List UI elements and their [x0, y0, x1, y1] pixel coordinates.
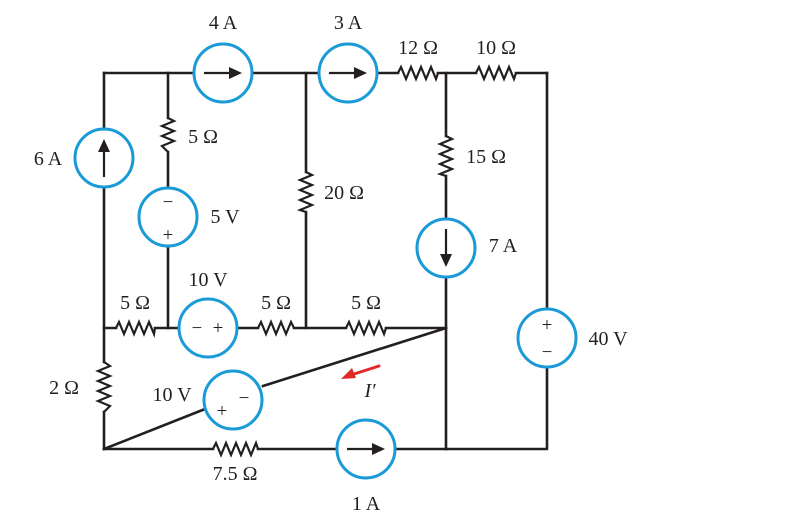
label-12-ohm: 12 Ω: [398, 37, 438, 59]
plus-sign: +: [213, 318, 224, 339]
label-5V: 5 V: [210, 206, 240, 228]
label-15-ohm: 15 Ω: [466, 146, 506, 168]
resistor-7-5-ohm: [212, 439, 260, 458]
label-7A: 7 A: [489, 235, 518, 257]
minus-sign: −: [542, 342, 553, 363]
voltage-source-10V-mid: − +: [177, 297, 239, 359]
label-20-ohm: 20 Ω: [324, 182, 364, 204]
circle-plus-minus-icon: [137, 186, 199, 248]
resistor-5-ohm-left: [115, 319, 157, 338]
diagonal-wire: [102, 326, 448, 451]
current-i-prime-arrow: [341, 364, 381, 379]
label-10V-low: 10 V: [152, 384, 192, 406]
label-4A: 4 A: [209, 12, 238, 34]
label-10V-mid: 10 V: [188, 269, 228, 291]
current-source-4A: [192, 42, 254, 104]
resistor-15-ohm: [436, 135, 455, 178]
resistor-5-ohm-top: [159, 117, 177, 153]
resistor-12-ohm: [397, 64, 440, 83]
label-40V: 40 V: [588, 328, 628, 350]
label-2-ohm: 2 Ω: [49, 377, 79, 399]
label-5-ohm-right: 5 Ω: [351, 292, 381, 314]
label-10-ohm: 10 Ω: [476, 37, 516, 59]
label-i-prime: I′: [363, 380, 376, 402]
label-5-ohm-top: 5 Ω: [188, 126, 218, 148]
labels: 4 A 3 A 12 Ω 10 Ω 6 A 5 Ω 15 Ω 20 Ω 5 V …: [34, 12, 628, 515]
right-wire: [444, 71, 549, 451]
wires: [102, 71, 549, 451]
voltage-source-5V: − +: [137, 186, 199, 248]
resistor-20-ohm: [296, 171, 315, 214]
current-source-1A: [335, 418, 397, 480]
resistors: [95, 64, 518, 458]
label-1A: 1 A: [352, 493, 381, 515]
current-source-3A: [317, 42, 379, 104]
minus-sign: −: [192, 318, 203, 339]
circle-plus-minus-icon: [516, 307, 578, 369]
circle-plus-minus-icon: [202, 369, 264, 431]
plus-sign: +: [542, 315, 553, 336]
resistor-5-ohm-center: [257, 319, 295, 337]
label-5-ohm-left: 5 Ω: [120, 292, 150, 314]
voltage-source-40V: + −: [516, 307, 578, 369]
voltage-source-10V-low: + −: [202, 369, 264, 431]
label-5-ohm-center: 5 Ω: [261, 292, 291, 314]
label-6A: 6 A: [34, 148, 63, 170]
resistor-5-ohm-right: [345, 319, 388, 338]
label-3A: 3 A: [334, 12, 363, 34]
resistor-10-ohm: [475, 64, 518, 83]
current-source-7A: [415, 217, 477, 279]
minus-sign: −: [163, 192, 174, 213]
resistor-2-ohm: [95, 361, 113, 413]
plus-sign: +: [217, 401, 228, 422]
current-source-6A: [73, 127, 135, 189]
circle-plus-minus-icon: [177, 297, 239, 359]
plus-sign: +: [163, 225, 174, 246]
minus-sign: −: [239, 388, 250, 409]
label-7-5-ohm: 7.5 Ω: [213, 463, 258, 485]
